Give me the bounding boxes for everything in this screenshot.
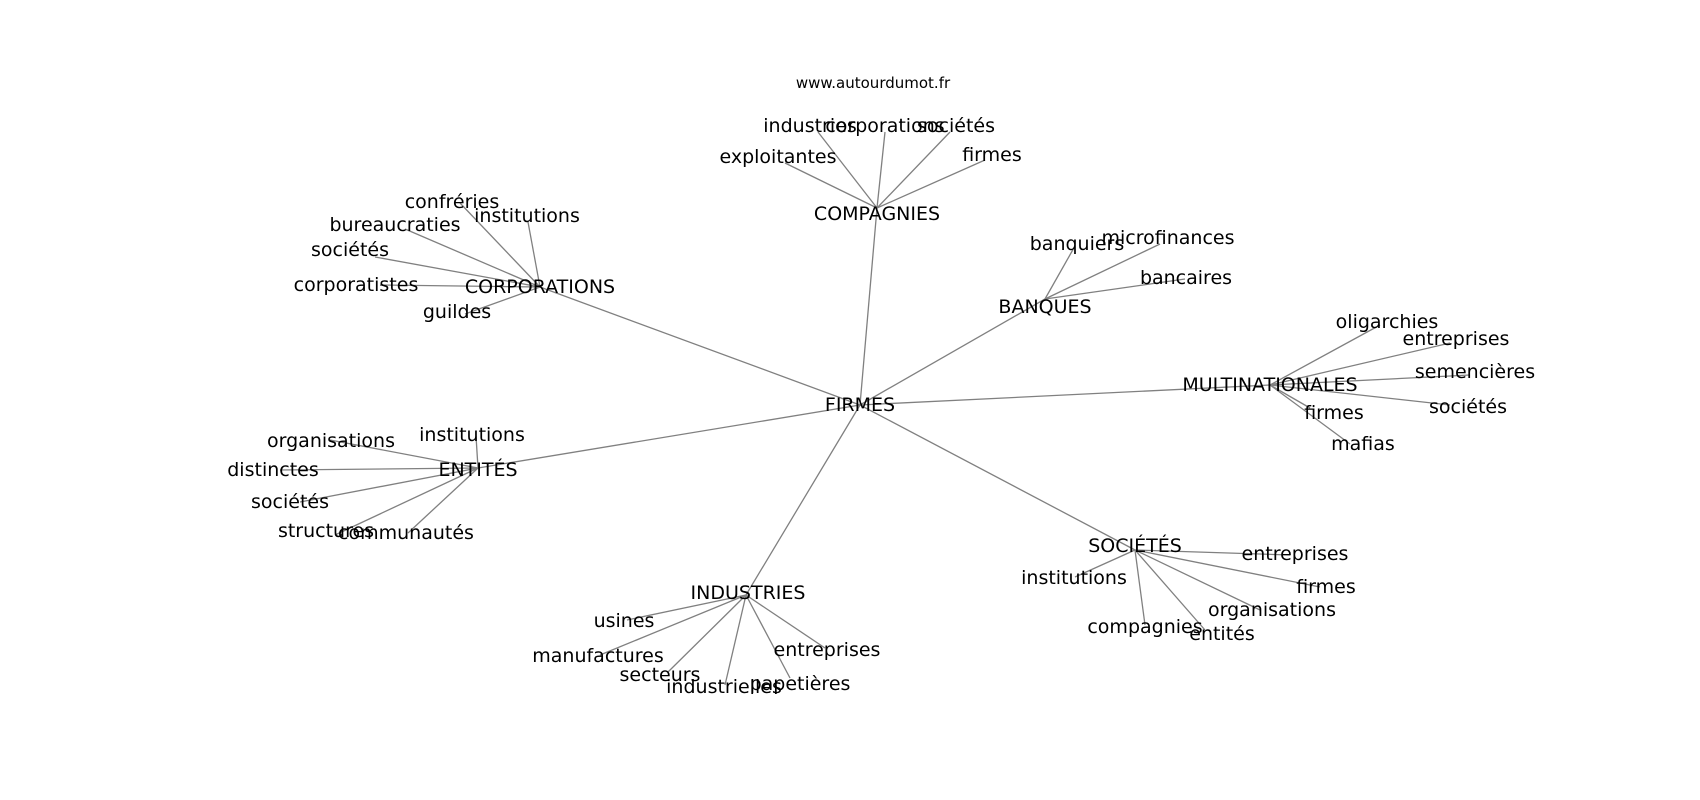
edge-corporations-institutions — [527, 221, 541, 288]
leaf-label-compagnies-industries: industries — [763, 115, 856, 137]
leaf-label-multinationales-firmes: firmes — [1304, 402, 1364, 424]
edge-corporations-bureaucraties — [404, 228, 541, 288]
edge-corporations-confreries — [459, 202, 541, 288]
leaf-label-entites-societes: sociétés — [251, 491, 329, 513]
leaf-label-societes-firmes: firmes — [1296, 576, 1356, 598]
edge-societes-entites — [1134, 549, 1206, 631]
leaf-label-multinationales-mafias: mafias — [1331, 433, 1395, 455]
leaf-label-entites-organisations: organisations — [267, 430, 395, 452]
leaf-label-multinationales-oligarchies: oligarchies — [1336, 311, 1439, 333]
edge-root-corporations — [539, 286, 861, 406]
leaf-label-corporations-confreries: confréries — [405, 191, 500, 213]
edge-societes-compagnies — [1134, 549, 1146, 626]
edge-entites-societes — [299, 467, 479, 503]
site-watermark: www.autourdumot.fr — [796, 74, 951, 92]
leaf-label-compagnies-corporations: corporations — [825, 115, 944, 137]
edge-compagnies-firmes — [876, 159, 986, 209]
edge-compagnies-societes — [876, 131, 951, 209]
cluster-label-corporations: CORPORATIONS — [465, 276, 615, 298]
edge-compagnies-corporations — [876, 131, 886, 209]
cluster-label-industries: INDUSTRIES — [691, 582, 806, 604]
leaf-label-industries-papetieres: papetières — [750, 673, 851, 695]
leaf-label-entites-distinctes: distinctes — [227, 459, 319, 481]
edge-societes-institutions — [1074, 549, 1136, 578]
leaf-label-entites-structures: structures — [278, 520, 374, 542]
edge-banques-banquiers — [1044, 245, 1076, 300]
edge-root-compagnies — [859, 207, 878, 406]
leaf-label-societes-organisations: organisations — [1208, 599, 1336, 621]
edge-industries-papetieres — [745, 594, 791, 679]
edge-root-entites — [477, 404, 861, 469]
edge-industries-entreprises — [745, 594, 826, 649]
cluster-label-entites: ENTITÉS — [438, 458, 517, 481]
edge-corporations-corporatistes — [379, 284, 541, 288]
leaf-label-compagnies-firmes: firmes — [962, 144, 1022, 166]
edge-root-societes — [859, 404, 1136, 551]
leaf-label-societes-compagnies: compagnies — [1087, 616, 1202, 638]
edge-corporations-societes — [374, 256, 541, 288]
leaf-label-industries-industrielles: industrielles — [666, 676, 782, 698]
leaf-label-societes-entreprises: entreprises — [1242, 543, 1349, 565]
edge-societes-organisations — [1134, 549, 1261, 611]
edge-root-industries — [745, 404, 861, 596]
leaf-label-corporations-institutions: institutions — [474, 205, 580, 227]
leaf-label-multinationales-entreprises: entreprises — [1403, 328, 1510, 350]
leaf-label-compagnies-exploitantes: exploitantes — [719, 146, 836, 168]
edge-entites-institutions — [475, 435, 479, 469]
edge-multinationales-societes — [1269, 384, 1451, 406]
edge-societes-firmes — [1134, 549, 1321, 588]
leaf-label-entites-institutions: institutions — [419, 424, 525, 446]
edge-multinationales-semencieres — [1269, 374, 1471, 386]
edge-industries-industrielles — [724, 594, 747, 686]
edge-multinationales-oligarchies — [1269, 324, 1381, 386]
leaf-label-societes-institutions: institutions — [1021, 567, 1127, 589]
cluster-label-compagnies: COMPAGNIES — [814, 203, 940, 225]
root-node-label: FIRMES — [825, 394, 895, 416]
edge-root-banques — [859, 298, 1046, 406]
edge-corporations-guildes — [464, 286, 541, 315]
leaf-label-banques-microfinances: microfinances — [1102, 227, 1235, 249]
cluster-label-societes: SOCIÉTÉS — [1088, 534, 1182, 557]
edge-multinationales-mafias — [1269, 384, 1351, 445]
leaf-label-multinationales-semencieres: semencières — [1415, 361, 1535, 383]
leaf-label-entites-communautes: communautés — [338, 522, 474, 544]
leaf-label-banques-bancaires: bancaires — [1140, 267, 1232, 289]
edge-industries-usines — [626, 594, 747, 621]
edge-industries-secteurs — [667, 594, 747, 673]
leaf-label-industries-secteurs: secteurs — [620, 664, 701, 686]
edge-root-multinationales — [859, 384, 1271, 406]
leaf-label-corporations-corporatistes: corporatistes — [294, 274, 419, 296]
leaf-label-industries-entreprises: entreprises — [774, 639, 881, 661]
edge-entites-organisations — [329, 439, 479, 469]
edge-compagnies-exploitantes — [784, 162, 878, 209]
graph-edges — [279, 131, 1471, 686]
cluster-label-banques: BANQUES — [998, 296, 1091, 318]
edge-banques-microfinances — [1044, 243, 1161, 300]
edge-societes-entreprises — [1134, 549, 1291, 556]
edge-compagnies-industries — [817, 131, 878, 209]
leaf-label-corporations-bureaucraties: bureaucraties — [329, 214, 460, 236]
leaf-label-banques-banquiers: banquiers — [1030, 233, 1125, 255]
edge-multinationales-entreprises — [1269, 342, 1451, 386]
leaf-label-industries-manufactures: manufactures — [532, 645, 664, 667]
leaf-label-corporations-guildes: guildes — [423, 301, 491, 323]
cluster-label-multinationales: MULTINATIONALES — [1182, 374, 1357, 396]
leaf-label-multinationales-societes: sociétés — [1429, 396, 1507, 418]
leaf-label-corporations-societes: sociétés — [311, 239, 389, 261]
edge-entites-distinctes — [279, 467, 479, 471]
edge-entites-structures — [334, 467, 479, 536]
leaf-label-industries-usines: usines — [594, 610, 655, 632]
edge-entites-communautes — [407, 467, 479, 534]
leaf-label-societes-entites: entités — [1189, 623, 1255, 645]
leaf-label-compagnies-societes: sociétés — [917, 115, 995, 137]
edge-industries-manufactures — [599, 594, 747, 656]
edge-banques-bancaires — [1044, 278, 1186, 300]
graph-labels: www.autourdumot.fr FIRMESindustriescorpo… — [227, 74, 1535, 698]
edge-multinationales-firmes — [1269, 384, 1311, 409]
